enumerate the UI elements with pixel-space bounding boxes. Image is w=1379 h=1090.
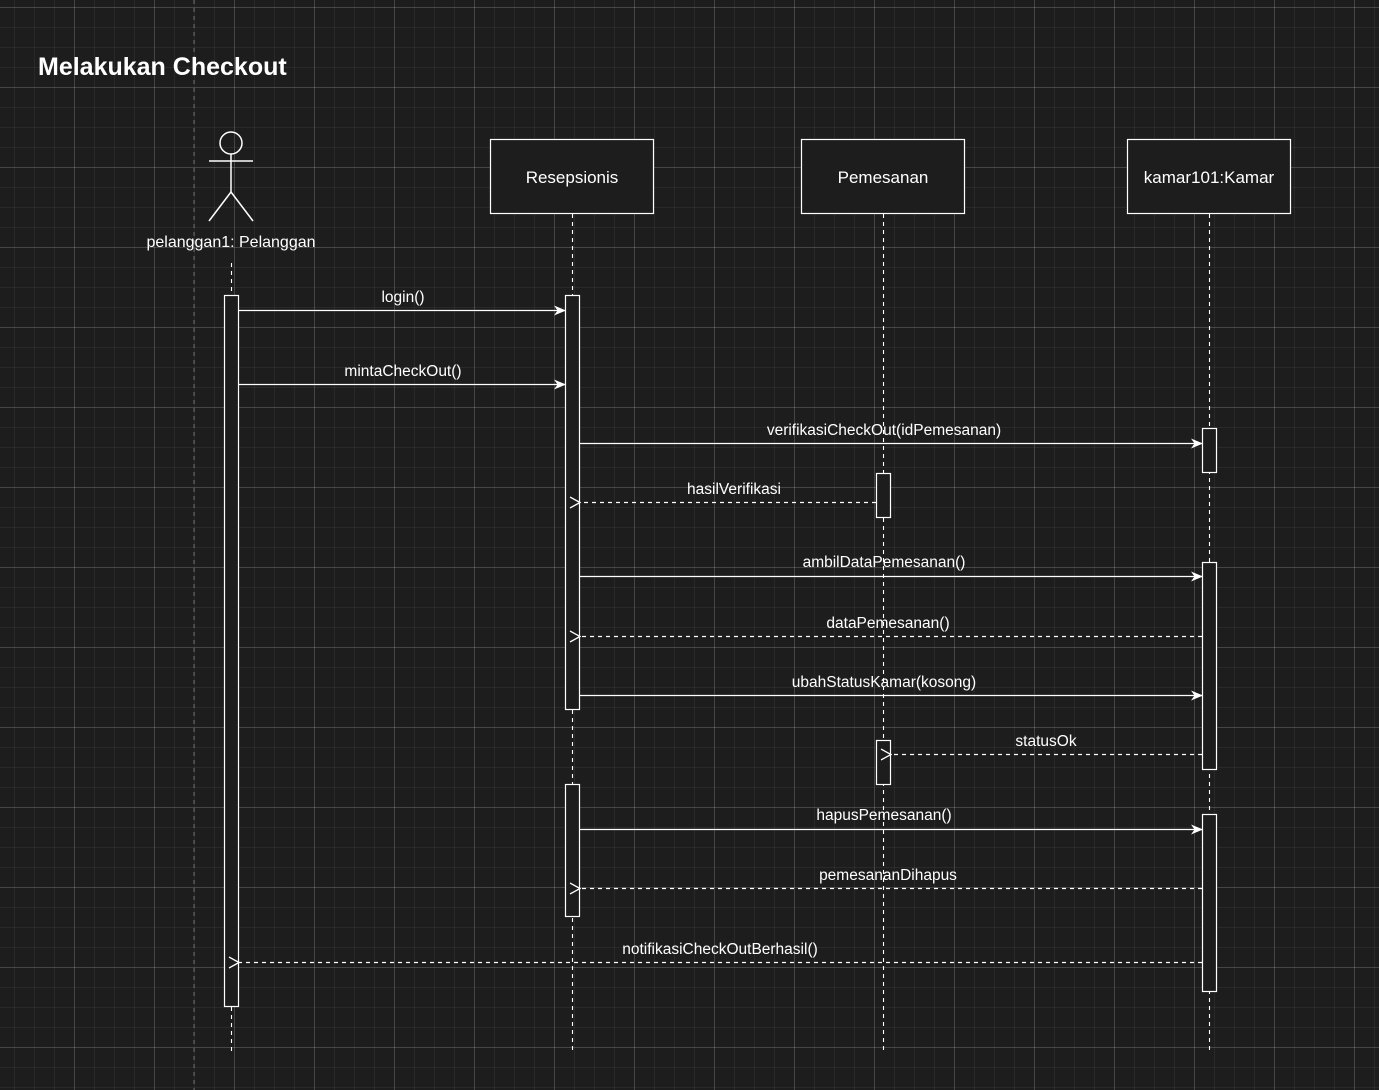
message-label: ubahStatusKamar(kosong) — [792, 674, 976, 691]
message-label: hapusPemesanan() — [816, 807, 951, 824]
activation-kamar-3 — [1201, 813, 1218, 993]
message[interactable]: pemesananDihapus — [580, 867, 1202, 889]
activation-bars — [223, 294, 1218, 1008]
messages: login() mintaCheckOut() verifikasiCheckO… — [239, 289, 1203, 963]
message-label: pemesananDihapus — [819, 867, 957, 884]
message[interactable]: notifikasiCheckOutBerhasil() — [239, 941, 1202, 963]
activation-pemesanan-2 — [875, 739, 892, 786]
message[interactable]: dataPemesanan() — [580, 615, 1202, 637]
actor-label: pelanggan1: Pelanggan — [146, 234, 315, 251]
message-label: mintaCheckOut() — [344, 363, 461, 380]
message-label: hasilVerifikasi — [687, 481, 781, 498]
message-label: ambilDataPemesanan() — [803, 554, 966, 571]
message[interactable]: ubahStatusKamar(kosong) — [580, 674, 1203, 701]
activation-resepsionis-1 — [564, 294, 581, 711]
participant-box — [489, 138, 655, 215]
message-label: verifikasiCheckOut(idPemesanan) — [767, 422, 1001, 439]
message-label: notifikasiCheckOutBerhasil() — [622, 941, 818, 958]
message[interactable]: ambilDataPemesanan() — [580, 554, 1203, 582]
activation-kamar-1 — [1201, 427, 1218, 474]
message-label: login() — [381, 289, 424, 306]
diagram-title: Melakukan Checkout — [38, 53, 287, 81]
actor-pelanggan[interactable]: pelanggan1: Pelanggan — [146, 131, 316, 251]
participant-label: kamar101:Kamar — [1144, 168, 1275, 187]
message[interactable]: login() — [239, 289, 566, 316]
actor-stick-figure-icon — [208, 131, 254, 222]
participant-kamar[interactable]: kamar101:Kamar — [1126, 138, 1292, 215]
activation-actor — [223, 294, 240, 1008]
activation-kamar-2 — [1201, 561, 1218, 771]
message-label: statusOk — [1015, 733, 1076, 750]
participant-box — [800, 138, 966, 215]
activation-pemesanan-1 — [875, 472, 892, 519]
participant-label: Pemesanan — [838, 168, 929, 187]
lifelines — [230, 214, 1211, 1052]
participant-resepsionis[interactable]: Resepsionis — [489, 138, 655, 215]
message[interactable]: mintaCheckOut() — [239, 363, 566, 390]
message[interactable]: hasilVerifikasi — [580, 481, 876, 503]
message[interactable]: statusOk — [891, 733, 1202, 755]
participant-box — [1126, 138, 1292, 215]
activation-resepsionis-2 — [564, 783, 581, 918]
message[interactable]: hapusPemesanan() — [580, 807, 1203, 835]
message[interactable]: verifikasiCheckOut(idPemesanan) — [580, 422, 1203, 449]
participant-pemesanan[interactable]: Pemesanan — [800, 138, 966, 215]
message-label: dataPemesanan() — [826, 615, 949, 632]
participant-label: Resepsionis — [526, 168, 619, 187]
